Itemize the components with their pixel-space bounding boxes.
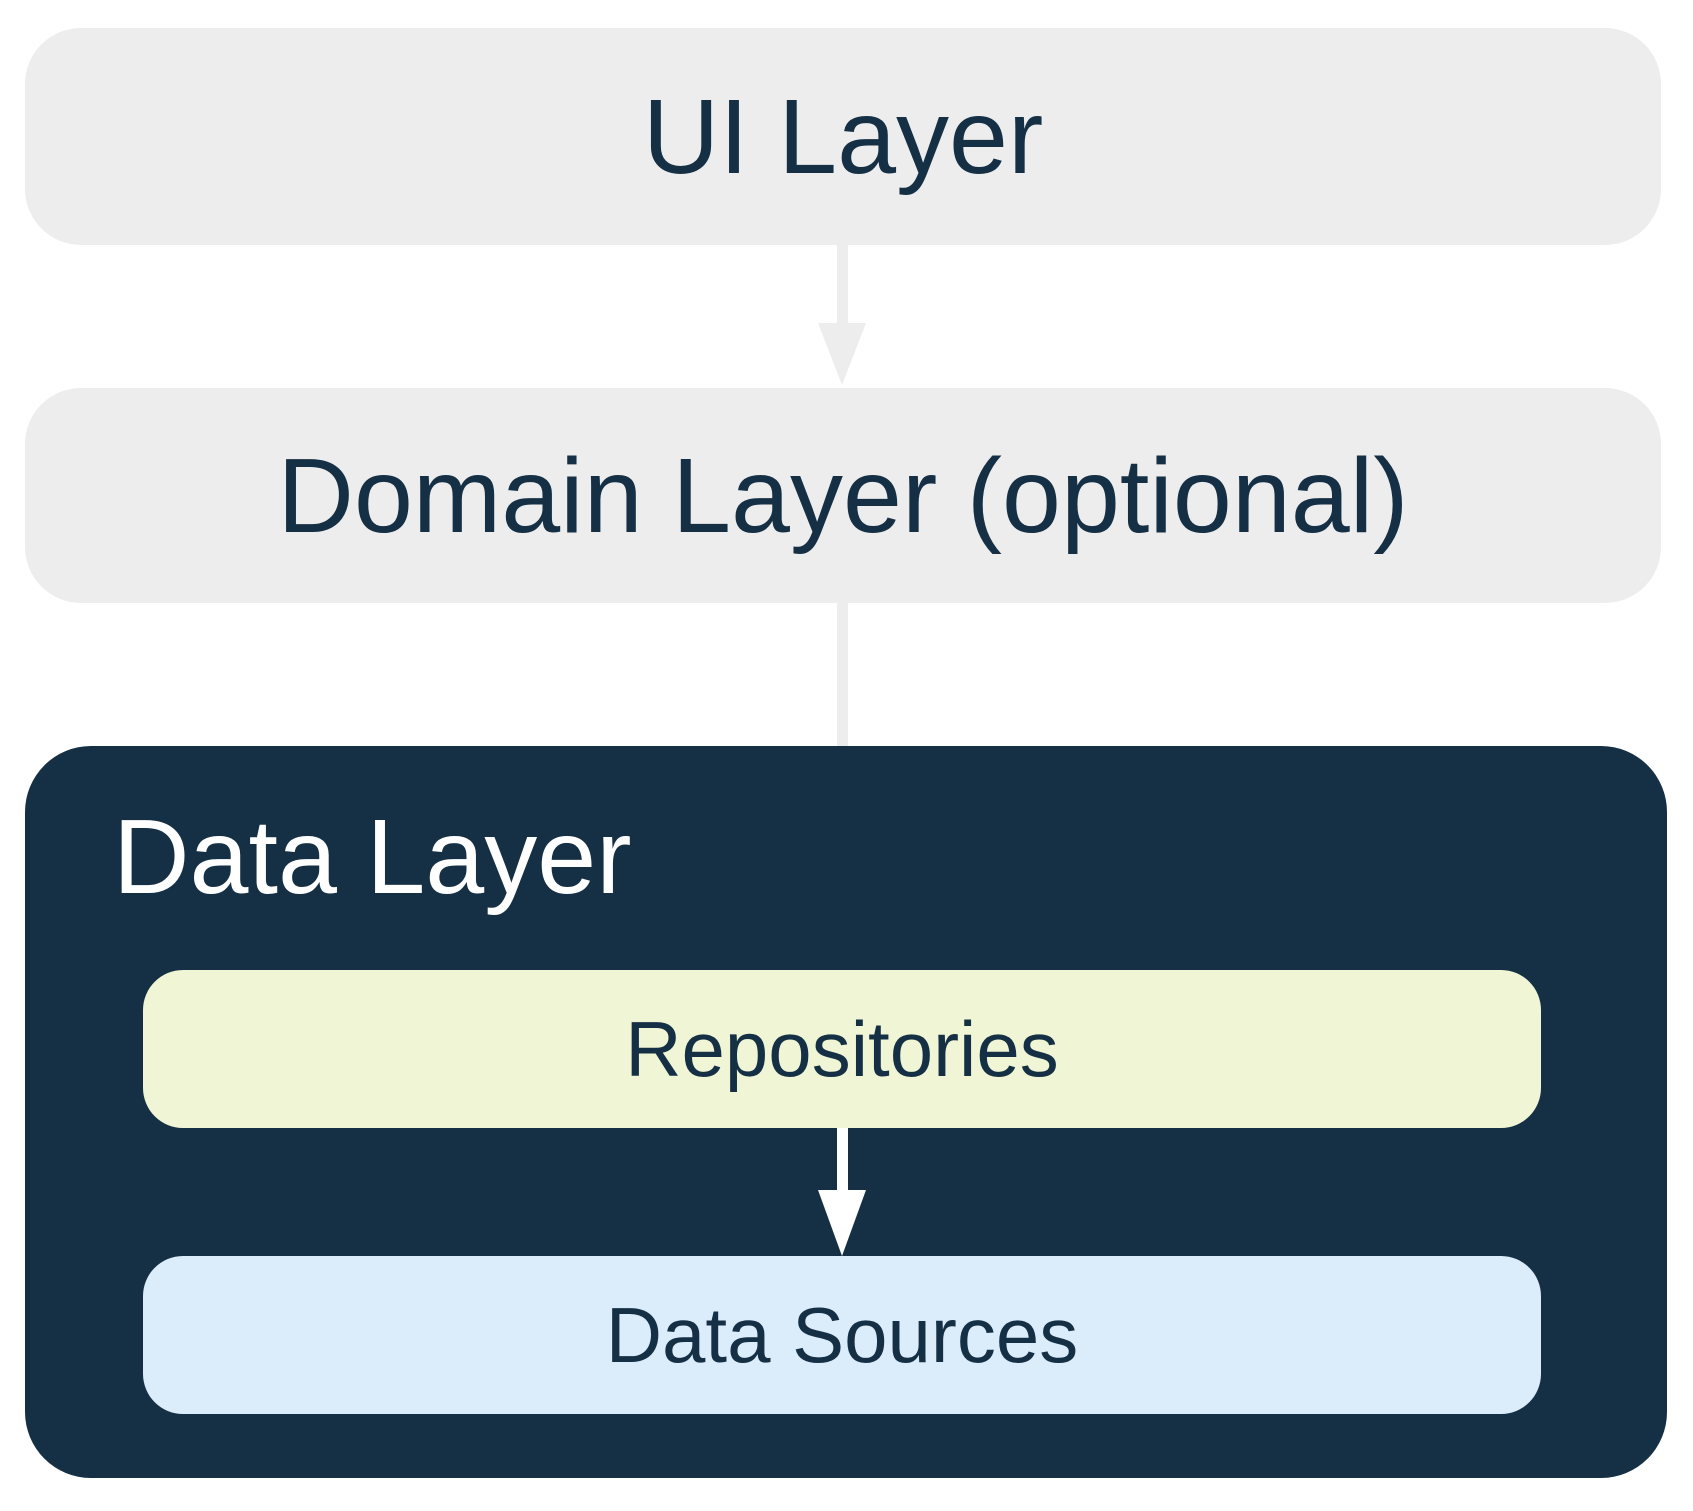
ui-layer-box: UI Layer xyxy=(25,28,1661,245)
data-sources-box: Data Sources xyxy=(143,1256,1541,1414)
domain-layer-box: Domain Layer (optional) xyxy=(25,388,1661,603)
data-layer-label: Data Layer xyxy=(113,798,632,916)
domain-layer-label: Domain Layer (optional) xyxy=(277,436,1409,555)
data-sources-label: Data Sources xyxy=(605,1291,1079,1379)
repositories-label: Repositories xyxy=(625,1005,1059,1093)
ui-layer-label: UI Layer xyxy=(642,77,1044,196)
repositories-box: Repositories xyxy=(143,970,1541,1128)
arrow-stem xyxy=(837,1128,848,1192)
arrow-stem xyxy=(837,245,848,325)
arrow-stem xyxy=(837,600,848,746)
arrow-down-icon xyxy=(818,323,866,385)
arrow-down-icon xyxy=(818,1190,866,1256)
